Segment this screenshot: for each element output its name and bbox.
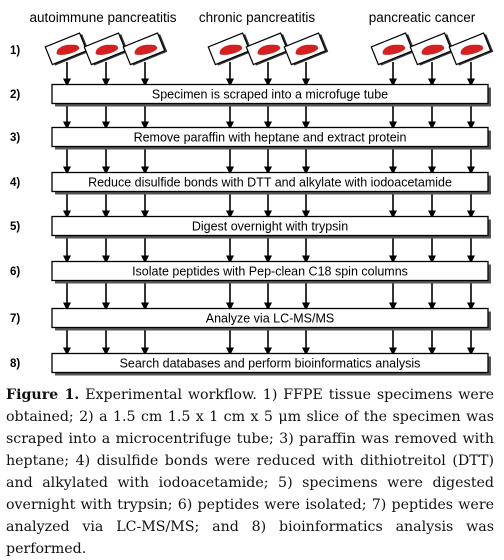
step-box-5: Digest overnight with trypsin xyxy=(51,215,491,239)
tissue-slides xyxy=(44,32,494,66)
step-number-6: 6) xyxy=(10,266,20,278)
step-label-3: Remove paraffin with heptane and extract… xyxy=(134,131,407,145)
group-label-chronic: chronic pancreatitis xyxy=(199,10,316,25)
step-box-3: Remove paraffin with heptane and extract… xyxy=(51,126,491,150)
step-label-5: Digest overnight with trypsin xyxy=(192,220,348,234)
group-label-cancer: pancreatic cancer xyxy=(369,10,476,25)
figure-label: Figure 1. xyxy=(6,387,80,403)
step-box-4: Reduce disulfide bonds with DTT and alky… xyxy=(51,171,491,195)
step-number-3: 3) xyxy=(10,132,20,144)
tissue-slide-3 xyxy=(122,32,168,66)
step-label-8: Search databases and perform bioinformat… xyxy=(120,357,421,371)
caption-text: Experimental workflow. 1) FFPE tissue sp… xyxy=(6,387,494,557)
workflow-diagram: autoimmune pancreatitis chronic pancreat… xyxy=(10,10,494,376)
step-number-1: 1) xyxy=(10,45,20,57)
step-numbers: 1) 2) 3) 4) 5) 6) 7) 8) xyxy=(10,45,20,370)
figure-caption: Figure 1. Experimental workflow. 1) FFPE… xyxy=(6,384,494,560)
step-label-6: Isolate peptides with Pep-clean C18 spin… xyxy=(132,265,408,279)
tissue-slide-4 xyxy=(207,32,253,66)
tissue-slide-1 xyxy=(44,32,90,66)
step-box-7: Analyze via LC-MS/MS xyxy=(51,307,491,331)
tissue-slide-6 xyxy=(283,32,329,66)
tissue-slide-5 xyxy=(245,32,291,66)
step-number-8: 8) xyxy=(10,358,20,370)
tissue-slide-7 xyxy=(370,32,416,66)
flow-arrows xyxy=(63,62,475,356)
step-label-4: Reduce disulfide bonds with DTT and alky… xyxy=(88,176,452,190)
tissue-slide-9 xyxy=(448,32,494,66)
step-box-2: Specimen is scraped into a microfuge tub… xyxy=(51,83,491,107)
step-number-5: 5) xyxy=(10,221,20,233)
step-number-4: 4) xyxy=(10,177,20,189)
step-box-8: Search databases and perform bioinformat… xyxy=(51,352,491,376)
tissue-slide-8 xyxy=(409,32,455,66)
step-number-2: 2) xyxy=(10,89,20,101)
step-box-6: Isolate peptides with Pep-clean C18 spin… xyxy=(51,260,491,284)
group-label-autoimmune: autoimmune pancreatitis xyxy=(29,10,176,25)
step-boxes: Specimen is scraped into a microfuge tub… xyxy=(51,83,491,376)
step-label-2: Specimen is scraped into a microfuge tub… xyxy=(152,88,388,102)
tissue-slide-2 xyxy=(83,32,129,66)
step-number-7: 7) xyxy=(10,313,20,325)
step-label-7: Analyze via LC-MS/MS xyxy=(206,312,335,326)
